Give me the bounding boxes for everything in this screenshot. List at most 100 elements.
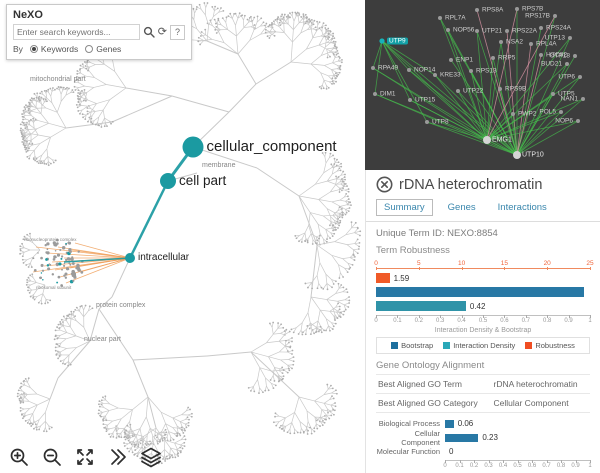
tab-interactions[interactable]: Interactions [497, 202, 547, 213]
axis-tick-label: 0.9 [571, 463, 580, 469]
zoom-in-icon[interactable] [8, 446, 30, 468]
bar-value-label: 0.42 [469, 302, 486, 311]
go-chart-bar [445, 419, 454, 428]
go-chart-value: 0 [449, 446, 454, 456]
legend-swatch [525, 342, 533, 349]
bar-row [376, 287, 590, 297]
robustness-axis-caption: Interaction Density & Bootstrap [434, 327, 532, 334]
bootstrap-bar [376, 287, 584, 297]
axis-tick [590, 460, 591, 463]
unique-term-id: Unique Term ID: NEXO:8854 [376, 228, 498, 239]
search-panel: NeXO ⟳ ? By Keywords [6, 4, 192, 60]
axis-tick [376, 267, 377, 270]
go-chart-track: 0.23 [445, 432, 590, 442]
radio-keywords-circle[interactable] [29, 45, 38, 53]
axis-tick-label: 25 [586, 260, 594, 267]
legend-label: Interaction Density [453, 341, 516, 350]
tab-summary[interactable]: Summary [376, 199, 433, 216]
go-category-label: Best Aligned GO Category [378, 398, 478, 408]
axis-tick [503, 460, 504, 463]
table-row: Best Aligned GO Term rDNA heterochromati… [376, 374, 590, 393]
go-chart-row-label: Cellular Component [401, 428, 440, 447]
go-category-value: Cellular Component [493, 398, 569, 408]
axis-tick [504, 315, 506, 318]
view-toolbar [8, 446, 162, 468]
axis-tick [440, 315, 442, 318]
tabs-divider [366, 221, 600, 222]
legend-swatch [443, 342, 451, 349]
go-chart-track: 0 [445, 446, 590, 456]
go-alignment-table: Best Aligned GO Term rDNA heterochromati… [376, 374, 590, 413]
interaction-density-bar [376, 301, 466, 311]
axis-tick [418, 267, 420, 270]
term-details-panel: rDNA heterochromatin Summary Genes Inter… [365, 170, 600, 473]
legend-item: Interaction Density [443, 341, 515, 350]
go-chart-row: Molecular Function 0 [376, 446, 590, 457]
axis-tick-label: 0.7 [542, 463, 551, 469]
axis-tick [474, 460, 475, 463]
network-canvas[interactable] [365, 0, 600, 170]
search-icon[interactable] [143, 26, 155, 38]
go-chart-value: 0.23 [482, 432, 498, 442]
go-alignment-heading: Gene Ontology Alignment [376, 360, 485, 371]
axis-tick-label: 0.2 [414, 318, 423, 324]
axis-tick [525, 315, 527, 318]
expand-all-icon[interactable] [107, 446, 129, 468]
ontology-tree-canvas[interactable] [0, 0, 365, 473]
axis-tick-label: 0.9 [564, 318, 573, 324]
layers-icon[interactable] [140, 446, 162, 468]
zoom-out-icon[interactable] [41, 446, 63, 468]
axis-tick [517, 460, 519, 463]
go-term-value: rDNA heterochromatin [493, 379, 578, 389]
axis-tick [418, 315, 420, 318]
axis-tick [445, 460, 446, 463]
radio-keywords[interactable]: Keywords [29, 44, 78, 54]
radio-genes[interactable]: Genes [85, 44, 121, 54]
axis-tick [547, 267, 549, 270]
tab-genes[interactable]: Genes [447, 202, 476, 213]
axis-tick [488, 460, 490, 463]
go-term-label: Best Aligned GO Term [378, 379, 462, 389]
details-tabs: Summary Genes Interactions [376, 199, 590, 216]
axis-tick-label: 10 [457, 260, 466, 267]
legend-label: Bootstrap [401, 341, 434, 350]
bar-value-label: 1.59 [393, 274, 410, 283]
robustness-bars: 1.59 0.42 [376, 273, 590, 311]
axis-tick-label: 1 [588, 318, 592, 324]
go-chart-row: Cellular Component 0.23 [376, 429, 590, 447]
axis-tick-label: 0.8 [556, 463, 566, 469]
zoom-fit-icon[interactable] [74, 446, 96, 468]
legend-item: Robustness [525, 341, 575, 350]
close-icon[interactable] [376, 176, 393, 193]
axis-tick-label: 0.8 [543, 318, 552, 324]
radio-genes-label: Genes [96, 44, 122, 54]
search-input[interactable] [13, 24, 140, 40]
bar-row: 0.42 [376, 301, 590, 311]
go-chart-row-label: Molecular Function [376, 447, 440, 456]
table-row: Best Aligned GO Category Cellular Compon… [376, 393, 590, 413]
go-chart-value: 0.06 [457, 418, 474, 428]
axis-tick-label: 0 [443, 463, 447, 469]
axis-tick-label: 0.4 [498, 463, 508, 469]
reset-icon[interactable]: ⟳ [157, 25, 167, 38]
axis-tick [561, 460, 562, 463]
axis-tick [546, 460, 548, 463]
axis-tick-label: 0.4 [457, 318, 466, 324]
legend-swatch [391, 342, 399, 349]
axis-tick [483, 315, 484, 318]
term-robustness-heading: Term Robustness [376, 245, 450, 256]
axis-tick-label: 20 [543, 260, 551, 267]
go-chart-row-label: Biological Process [378, 419, 440, 428]
go-chart-row: Biological Process 0.06 [376, 418, 590, 429]
axis-tick-label: 0.5 [513, 463, 522, 469]
help-icon[interactable]: ? [170, 24, 185, 40]
radio-genes-circle[interactable] [85, 45, 94, 53]
